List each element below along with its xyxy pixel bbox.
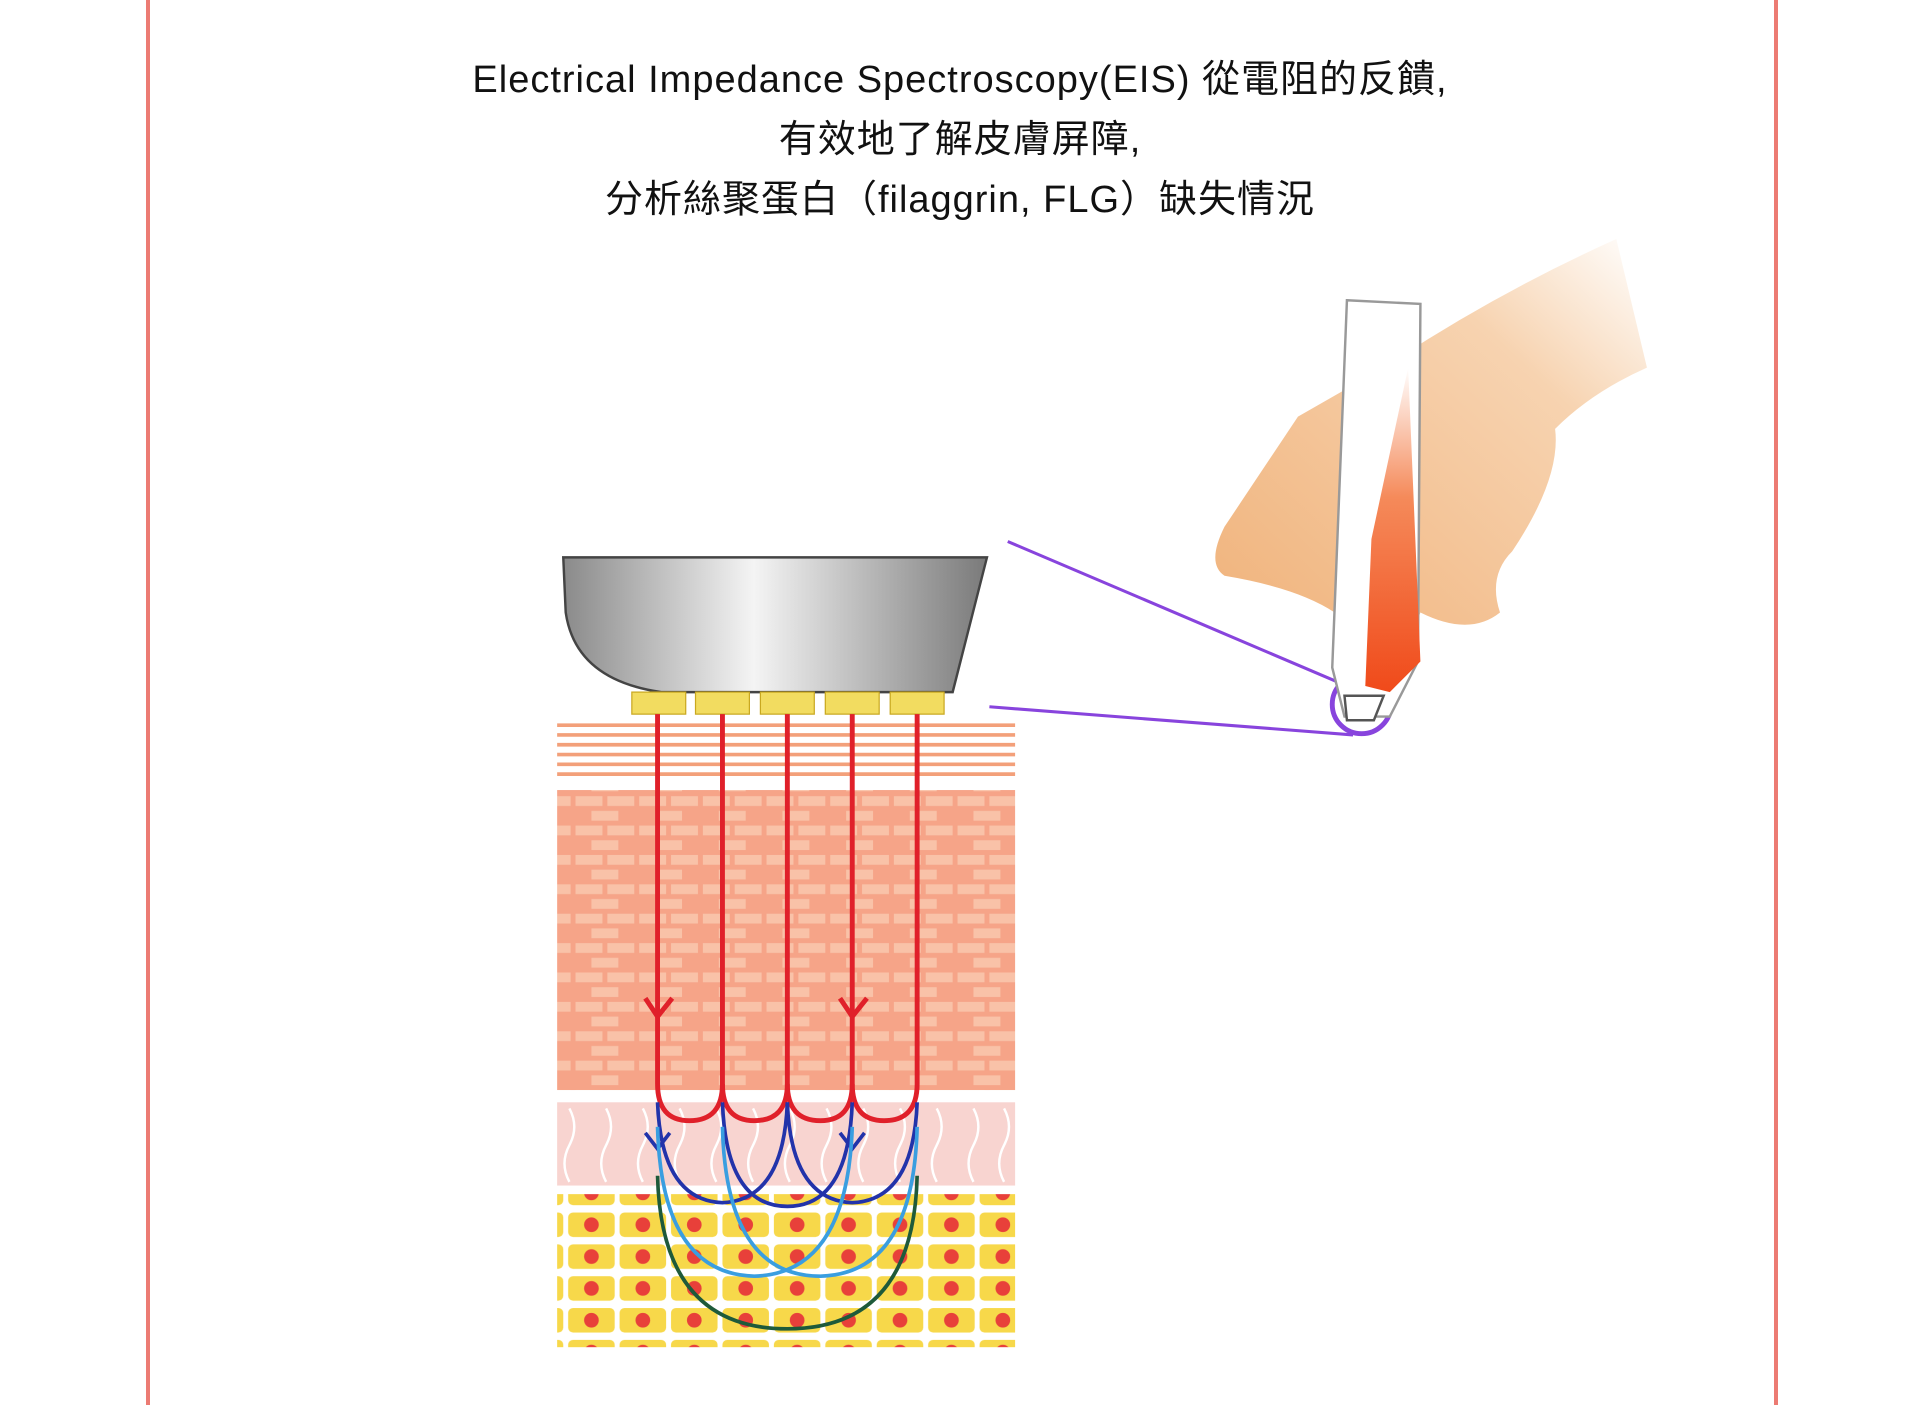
title-line-3: 分析絲聚蛋白（filaggrin, FLG）缺失情況 [604,179,1316,221]
current-red-paths [643,714,920,1124]
probe-head [561,556,989,694]
diagram-title: Electrical Impedance Spectroscopy(EIS) 從… [0,50,1920,230]
current-green-path [655,1175,919,1331]
pen-tip [1343,694,1386,722]
current-light-blue-paths [655,1126,919,1279]
hand [1215,239,1647,641]
right-border [1774,0,1778,1405]
electrodes [631,691,945,715]
pen-accent [1365,367,1421,693]
left-border [146,0,150,1405]
title-line-2: 有效地了解皮膚屏障, [778,119,1142,161]
title-line-1: Electrical Impedance Spectroscopy(EIS) 從… [472,59,1448,101]
wavy-fibers [563,1107,1011,1183]
